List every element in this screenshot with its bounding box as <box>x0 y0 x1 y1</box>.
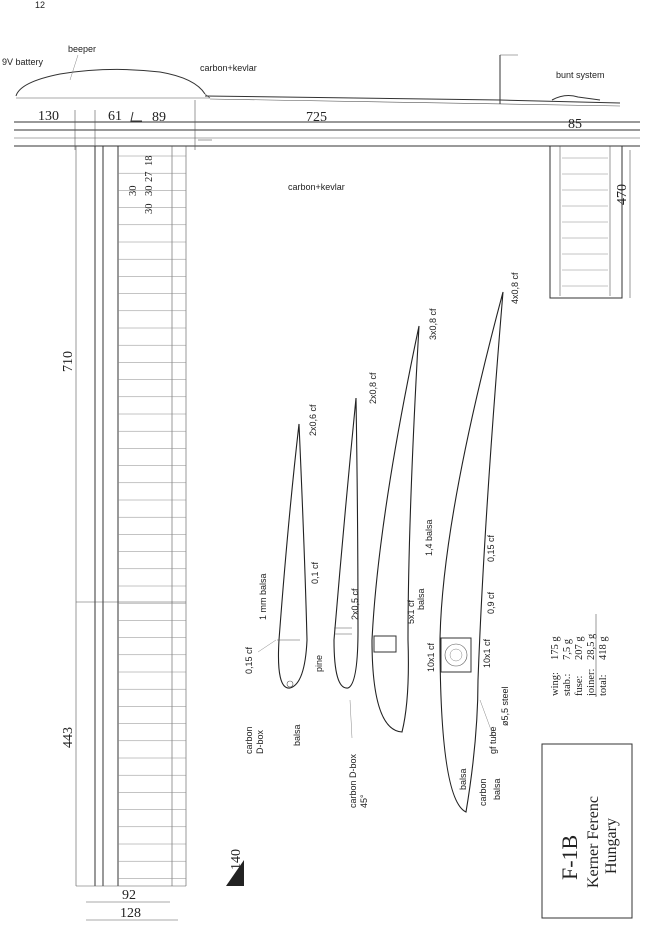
bunt-system-label: bunt system <box>556 70 605 80</box>
carbon-kevlar-mid-label: carbon+kevlar <box>288 182 345 192</box>
s1-dbox-line1: carbon <box>244 726 254 754</box>
weight-label-stab: stab.: <box>562 673 573 696</box>
s3-core-label: balsa <box>416 588 426 610</box>
s4-spar-a-label: 10x1 cf <box>426 642 436 672</box>
s2-spar-tip-label: 2x0,8 cf <box>368 372 378 404</box>
top-mark: 12 <box>35 0 45 10</box>
designer-name: Kerner Ferenc <box>585 796 602 888</box>
s3-spar-tip-label: 3x0,8 cf <box>428 308 438 340</box>
s4-skin-label: 1,4 balsa <box>424 519 434 556</box>
weight-label-joiner: joiner: <box>586 669 597 697</box>
weight-value-wing: 175 g <box>550 636 561 660</box>
dim-61: 61 <box>108 109 122 124</box>
rib-label-18: 18 <box>144 156 155 167</box>
rib-label-27: 27 <box>144 172 155 183</box>
country-name: Hungary <box>603 818 620 874</box>
s4-cap2-label: 0,9 cf <box>486 591 496 614</box>
dim-725: 725 <box>306 110 327 125</box>
s1-cap-label: 0,1 cf <box>310 561 320 584</box>
s4-carbon-label: carbon <box>478 778 488 806</box>
weight-label-fuse: fuse: <box>574 676 585 696</box>
dim-85: 85 <box>568 117 582 132</box>
s1-dbox-line2: D-box <box>255 729 265 754</box>
s2-dbox-line1: carbon D-box <box>348 753 358 808</box>
stabiliser-drawing <box>549 146 631 299</box>
weight-value-joiner: 28,5 g <box>586 633 597 660</box>
wing-outer-dim: 710 <box>61 351 76 372</box>
airfoil-sections <box>257 291 504 813</box>
s4-le-label: balsa <box>458 768 468 790</box>
s2-spar-label: 2x0,5 cf <box>350 588 360 620</box>
s1-te-label: 0,15 cf <box>244 646 254 674</box>
s2-core-label: pine <box>314 655 324 672</box>
dim-89: 89 <box>152 110 166 125</box>
s4-spar-tip-label: 4x0,8 cf <box>510 272 520 304</box>
weight-value-fuse: 207 g <box>574 636 585 660</box>
s4-spar-b-label: 10x1 cf <box>482 638 492 668</box>
carbon-kevlar-top-label: carbon+kevlar <box>200 63 257 73</box>
s3-spar-label: 5x1 cf <box>406 599 416 624</box>
weight-label-wing: wing: <box>550 672 561 696</box>
wing-inner-dim: 443 <box>61 727 76 748</box>
s4-tube-label: gf tube <box>488 726 498 754</box>
s2-dbox-line2: 45° <box>359 794 369 808</box>
fuselage-drawing <box>14 54 640 150</box>
stab-span-dim: 470 <box>615 184 630 205</box>
weight-value-stab: 7,5 g <box>562 638 573 660</box>
s4-balsa2-label: balsa <box>492 778 502 800</box>
s4-steel-label: ø5,5 steel <box>500 686 510 726</box>
wing-tip-chord: 92 <box>122 888 136 903</box>
wing-root-chord: 128 <box>120 906 141 921</box>
beeper-label: beeper <box>68 44 96 54</box>
wing-planform <box>75 146 187 921</box>
s1-le-label: balsa <box>292 724 302 746</box>
s1-spar-tip-label: 2x0,6 cf <box>308 404 318 436</box>
battery-label: 9V battery <box>2 57 44 67</box>
dihedral-dim: 140 <box>229 849 244 870</box>
model-name: F-1B <box>557 835 582 880</box>
weight-label-total: total: <box>598 674 609 696</box>
wing-ribs <box>118 155 186 879</box>
dim-130: 130 <box>38 109 59 124</box>
title-block: F-1B Kerner Ferenc Hungary <box>541 743 633 919</box>
dihedral-icon <box>226 860 244 886</box>
rib-label-30-b: 30 <box>128 186 139 197</box>
s4-cap-label: 0,15 cf <box>486 534 496 562</box>
s1-skin-label: 1 mm balsa <box>258 573 268 620</box>
weight-value-total: 418 g <box>598 636 609 660</box>
rib-label-30-c: 30 <box>144 204 155 215</box>
rib-label-30-a: 30 <box>144 186 155 197</box>
weights-table: wing: 175 g stab.: 7,5 g fuse: 207 g joi… <box>550 614 609 697</box>
